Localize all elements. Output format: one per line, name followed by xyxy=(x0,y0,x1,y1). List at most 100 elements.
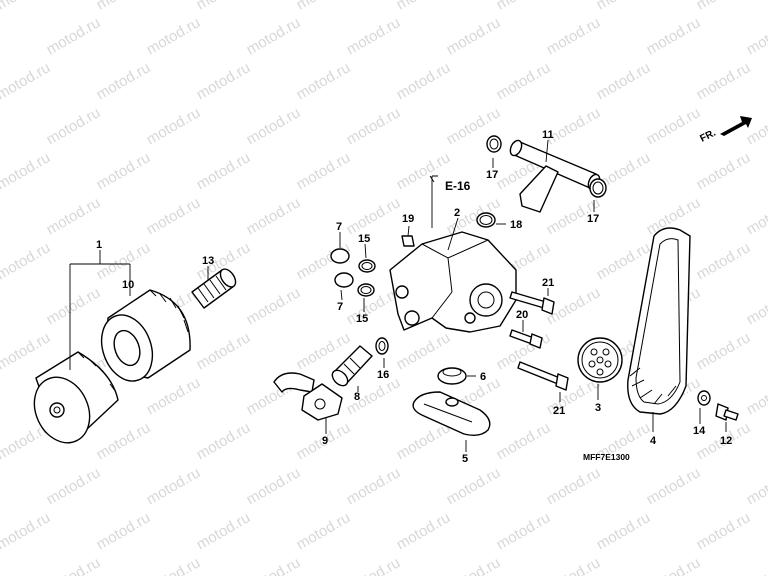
callout-2: 2 xyxy=(454,207,460,219)
watermark-text: motod.ru xyxy=(144,374,204,418)
watermark-text: motod.ru xyxy=(0,14,3,58)
part-relief-valve[interactable] xyxy=(329,345,373,389)
watermark-text: motod.ru xyxy=(244,284,304,328)
front-label: FR. xyxy=(698,127,718,144)
part-o-rings-15[interactable] xyxy=(357,259,376,297)
callout-15-upper: 15 xyxy=(358,233,370,245)
part-o-rings-17[interactable] xyxy=(486,135,607,198)
watermark-text: motod.ru xyxy=(94,419,154,463)
watermark-text: motod.ru xyxy=(394,59,454,103)
callout-19: 19 xyxy=(402,213,414,225)
watermark-text: motod.ru xyxy=(444,554,504,576)
callout-13: 13 xyxy=(202,255,214,267)
part-o-ring-18[interactable] xyxy=(476,212,496,228)
watermark-text: motod.ru xyxy=(44,194,104,238)
watermark-text: motod.ru xyxy=(394,329,454,373)
watermark-text: motod.ru xyxy=(594,239,654,283)
callout-4: 4 xyxy=(650,435,657,447)
part-grommet[interactable] xyxy=(437,367,467,385)
watermark-text: motod.ru xyxy=(44,14,104,58)
watermark-text: motod.ru xyxy=(0,509,53,553)
part-dowel-pins[interactable] xyxy=(330,248,354,288)
watermark-text: motod.ru xyxy=(344,194,404,238)
watermark-text: motod.ru xyxy=(44,464,104,508)
watermark-text: motod.ru xyxy=(644,464,704,508)
watermark-text: motod.ru xyxy=(294,149,354,193)
watermark-text: motod.ru xyxy=(0,464,3,508)
part-o-ring-16[interactable] xyxy=(375,337,389,355)
watermark-text: motod.ru xyxy=(394,0,454,13)
leader-lines xyxy=(69,139,727,452)
watermark-text: motod.ru xyxy=(744,554,768,576)
part-oil-filter-cartridge[interactable] xyxy=(24,351,119,452)
watermark-text: motod.ru xyxy=(0,0,53,13)
watermark-text: motod.ru xyxy=(744,464,768,508)
part-oil-pump-sprocket[interactable] xyxy=(577,337,623,383)
watermark-text: motod.ru xyxy=(444,464,504,508)
watermark-text: motod.ru xyxy=(494,59,554,103)
watermark-text: motod.ru xyxy=(94,149,154,193)
watermark-text: motod.ru xyxy=(194,0,254,13)
callout-7-upper: 7 xyxy=(336,221,342,233)
watermark-text: motod.ru xyxy=(0,104,3,148)
watermark-text: motod.ru xyxy=(694,239,754,283)
callout-11: 11 xyxy=(542,129,554,141)
watermark-text: motod.ru xyxy=(0,239,53,283)
watermark-text: motod.ru xyxy=(0,554,3,576)
watermark-text: motod.ru xyxy=(0,284,3,328)
watermark-text: motod.ru xyxy=(194,149,254,193)
callout-6: 6 xyxy=(480,371,486,383)
watermark-text: motod.ru xyxy=(394,509,454,553)
watermark-text: motod.ru xyxy=(644,14,704,58)
part-washer-14[interactable] xyxy=(697,390,711,406)
callout-20: 20 xyxy=(516,309,528,321)
watermark-text: motod.ru xyxy=(744,284,768,328)
part-collar-19[interactable] xyxy=(401,235,415,247)
watermark-text: motod.ru xyxy=(644,104,704,148)
part-bolt-20[interactable] xyxy=(509,329,543,349)
watermark-text: motod.ru xyxy=(694,329,754,373)
watermark-text: motod.ru xyxy=(744,14,768,58)
callout-9: 9 xyxy=(322,435,328,447)
watermark-text: motod.ru xyxy=(344,14,404,58)
section-reference: E-16 xyxy=(445,179,471,193)
watermark-text: motod.ru xyxy=(94,509,154,553)
callout-21-upper: 21 xyxy=(542,277,554,289)
callout-5: 5 xyxy=(462,453,468,465)
part-bolt-12[interactable] xyxy=(715,403,739,421)
callout-21-lower: 21 xyxy=(553,405,565,417)
part-oil-strainer-pipe[interactable] xyxy=(273,372,343,421)
callout-10: 10 xyxy=(122,279,134,291)
watermark-text: motod.ru xyxy=(0,374,3,418)
part-oil-filter-element[interactable] xyxy=(93,289,191,388)
watermark-text: motod.ru xyxy=(144,104,204,148)
watermark-text: motod.ru xyxy=(694,509,754,553)
part-tee-pipe[interactable] xyxy=(508,139,602,213)
part-bolt-21-lower[interactable] xyxy=(517,361,569,391)
callout-12: 12 xyxy=(720,435,732,447)
watermark-text: motod.ru xyxy=(294,509,354,553)
watermark-text: motod.ru xyxy=(0,194,3,238)
part-threaded-nipple[interactable] xyxy=(191,266,239,309)
watermark-text: motod.ru xyxy=(544,14,604,58)
watermark-text: motod.ru xyxy=(0,329,53,373)
watermark-text: motod.ru xyxy=(294,0,354,13)
watermark-text: motod.ru xyxy=(594,0,654,13)
watermark-text: motod.ru xyxy=(344,554,404,576)
watermark-text: motod.ru xyxy=(244,464,304,508)
watermark-text: motod.ru xyxy=(144,14,204,58)
callout-8: 8 xyxy=(354,391,360,403)
part-oil-pump-assembly[interactable] xyxy=(389,231,517,333)
part-bolt-21-upper[interactable] xyxy=(509,291,555,315)
watermark-text: motod.ru xyxy=(544,104,604,148)
callout-16: 16 xyxy=(377,369,389,381)
part-strainer-plate[interactable] xyxy=(412,391,491,437)
watermark-text: motod.ru xyxy=(594,59,654,103)
callout-17-right: 17 xyxy=(587,213,599,225)
watermark-text: motod.ru xyxy=(44,554,104,576)
watermark-text: motod.ru xyxy=(244,14,304,58)
watermark-text: motod.ru xyxy=(594,509,654,553)
part-drive-chain[interactable] xyxy=(627,227,691,415)
watermark-text: motod.ru xyxy=(0,149,53,193)
